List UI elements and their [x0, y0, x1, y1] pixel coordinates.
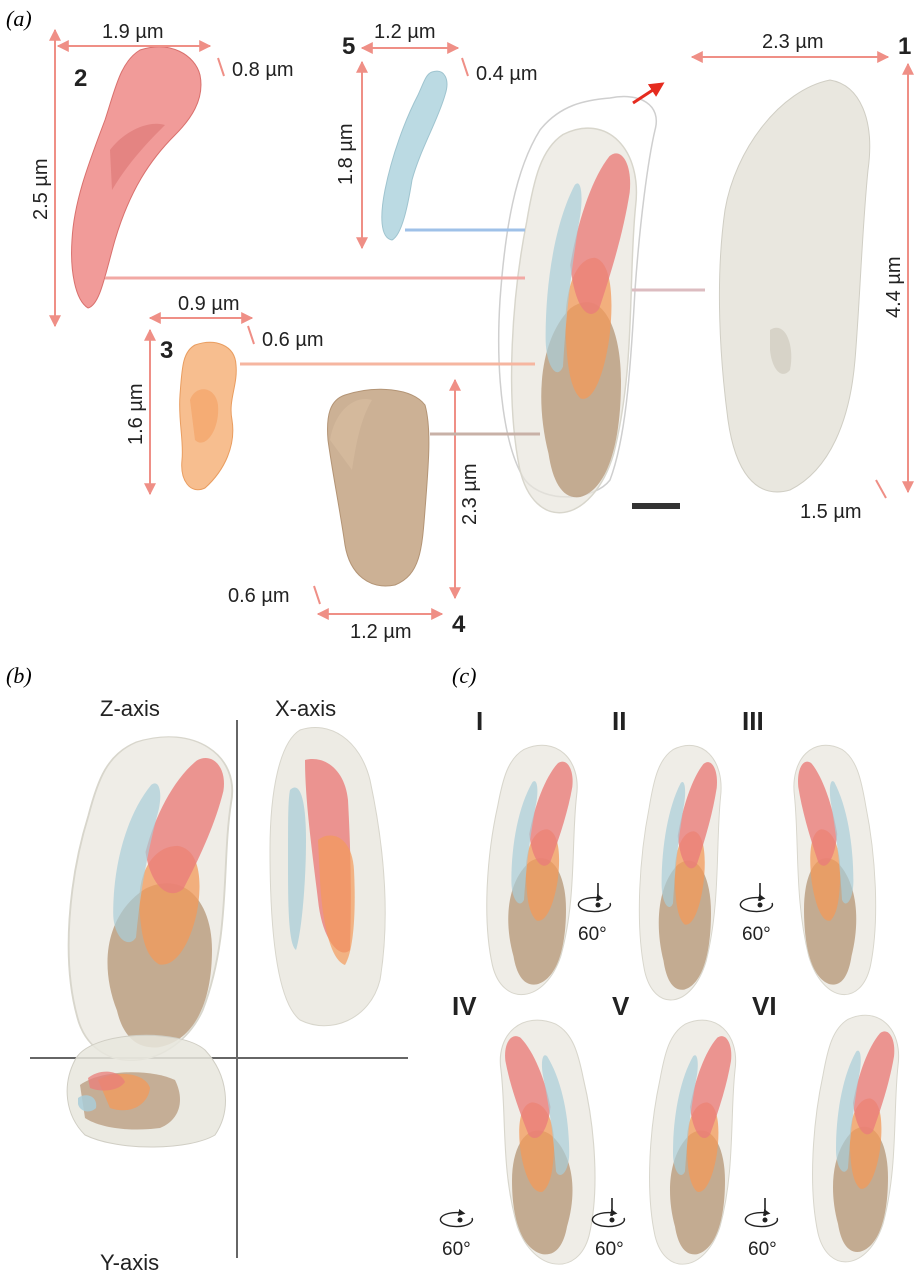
organelle-3-depth: 0.6 µm [262, 329, 324, 351]
view-i [487, 745, 577, 994]
organelle-4-number: 4 [452, 611, 466, 638]
rotation-icon [592, 1198, 624, 1227]
rotation-angle-4: 60° [595, 1239, 624, 1260]
view-label-v: V [612, 991, 630, 1021]
organelle-3 [180, 342, 237, 489]
organelle-5-width: 1.2 µm [374, 21, 436, 43]
organelle-3-depth-mark [248, 326, 254, 344]
organelle-1-depth: 1.5 µm [800, 501, 862, 523]
central-assembly [499, 97, 657, 513]
organelle-3-number: 3 [160, 337, 173, 364]
organelle-2-depth: 0.8 µm [232, 59, 294, 81]
highlight-arrow [633, 84, 662, 103]
x-axis-view [270, 727, 385, 1025]
view-label-ii: II [612, 706, 626, 736]
organelle-4 [328, 389, 429, 586]
organelle-4-depth-mark [314, 586, 320, 604]
organelle-1 [719, 80, 869, 492]
rotation-angle-3: 60° [442, 1239, 471, 1260]
organelle-2 [72, 47, 201, 308]
organelle-5-depth-mark [462, 58, 468, 76]
organelle-1-height: 4.4 µm [883, 256, 905, 318]
view-label-iii: III [742, 706, 764, 736]
organelle-1-width: 2.3 µm [762, 31, 824, 53]
view-iii [794, 745, 876, 994]
z-axis-view [69, 737, 233, 1061]
view-label-iv: IV [452, 991, 477, 1021]
panel-c-label: (c) [452, 663, 476, 688]
view-label-i: I [476, 706, 483, 736]
view-v [650, 1020, 736, 1264]
organelle-3-height: 1.6 µm [125, 383, 147, 445]
rotation-angle-5: 60° [748, 1239, 777, 1260]
rotation-icon [440, 1213, 472, 1227]
view-label-vi: VI [752, 991, 777, 1021]
panel-b-label: (b) [6, 663, 32, 688]
organelle-2-height: 2.5 µm [30, 158, 52, 220]
y-axis-view [67, 1035, 225, 1147]
organelle-4-height: 2.3 µm [459, 463, 481, 525]
z-axis-label: Z-axis [100, 696, 160, 721]
rotation-icon [578, 883, 610, 912]
organelle-5-height: 1.8 µm [335, 123, 357, 185]
organelle-5-depth: 0.4 µm [476, 63, 538, 85]
rotation-angle-1: 60° [578, 924, 607, 945]
organelle-2-depth-mark [218, 58, 224, 76]
organelle-3-width: 0.9 µm [178, 293, 240, 315]
x-axis-label: X-axis [275, 696, 336, 721]
organelle-4-depth: 0.6 µm [228, 585, 290, 607]
scale-bar [632, 503, 680, 509]
organelle-1-depth-mark [876, 480, 886, 498]
panel-a-label: (a) [6, 6, 32, 31]
organelle-2-width: 1.9 µm [102, 21, 164, 43]
organelle-2-number: 2 [74, 65, 87, 92]
rotation-angle-2: 60° [742, 924, 771, 945]
view-vi [813, 1015, 899, 1262]
rotation-icon [745, 1198, 777, 1227]
rotation-icon [740, 883, 772, 912]
y-axis-label: Y-axis [100, 1250, 159, 1275]
organelle-4-width: 1.2 µm [350, 621, 412, 643]
view-ii [639, 745, 721, 1000]
organelle-1-number: 1 [898, 33, 911, 60]
view-iv [500, 1020, 595, 1264]
organelle-5-number: 5 [342, 33, 355, 60]
organelle-5 [382, 71, 447, 240]
